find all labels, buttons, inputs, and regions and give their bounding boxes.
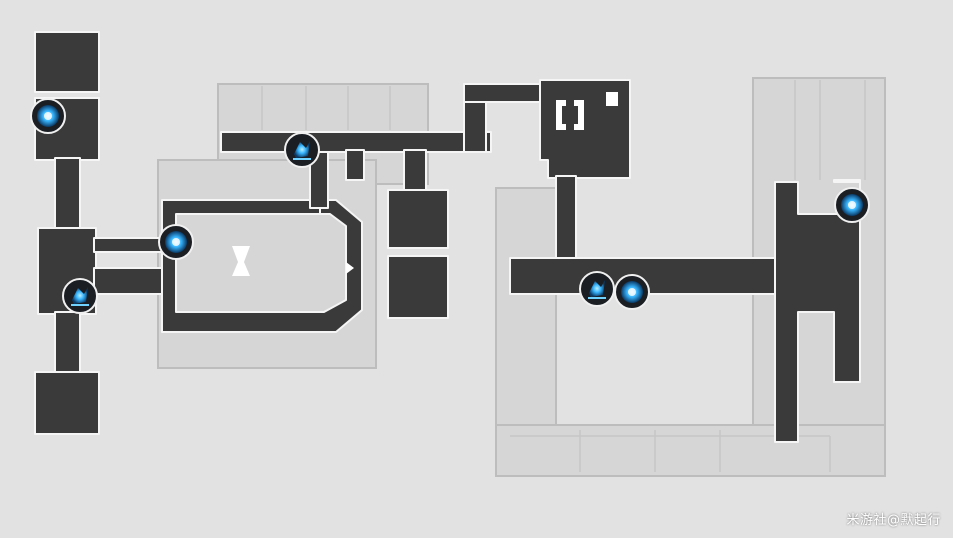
top-room-bracket-right-icon bbox=[574, 100, 584, 130]
space-anchor-icon[interactable] bbox=[834, 187, 870, 223]
central-gate-icon bbox=[232, 246, 250, 276]
warp-trotter-icon[interactable] bbox=[284, 132, 320, 168]
exit-arrow-icon bbox=[346, 262, 354, 274]
walkway-upper-right-lower-block bbox=[387, 255, 449, 319]
walkway-east-t-junction bbox=[774, 179, 861, 443]
walkway-north-top bbox=[463, 83, 549, 103]
watermark-text: 米游社@默起行 bbox=[846, 513, 941, 528]
walkway-upper-drop bbox=[403, 149, 427, 193]
room-details bbox=[232, 92, 618, 276]
walkway-left-bridge bbox=[93, 237, 163, 253]
walkway-upper-stub bbox=[345, 149, 365, 181]
walkway-central-loop bbox=[161, 199, 363, 333]
map-markers[interactable] bbox=[30, 98, 870, 314]
walkway-upper-right-block bbox=[387, 189, 449, 249]
walkways bbox=[34, 31, 861, 443]
top-room-bracket-left-icon bbox=[556, 100, 566, 130]
warp-trotter-icon[interactable] bbox=[579, 271, 615, 307]
space-anchor-icon[interactable] bbox=[614, 274, 650, 310]
space-anchor-icon[interactable] bbox=[30, 98, 66, 134]
walkway-left-top-room bbox=[34, 31, 100, 93]
warp-trotter-icon[interactable] bbox=[62, 278, 98, 314]
walkway-left-neck-top bbox=[54, 157, 81, 231]
walkway-left-neck-bottom bbox=[54, 311, 81, 375]
walkway-left-bridge-lower bbox=[93, 267, 163, 295]
walkway-top-room-stem bbox=[555, 175, 577, 267]
top-room-notch-icon bbox=[606, 92, 618, 106]
walkway-left-bottom-room bbox=[34, 371, 100, 435]
floor-area-central bbox=[157, 159, 377, 369]
floor-area-bottom-strip bbox=[495, 424, 886, 477]
space-anchor-icon[interactable] bbox=[158, 224, 194, 260]
